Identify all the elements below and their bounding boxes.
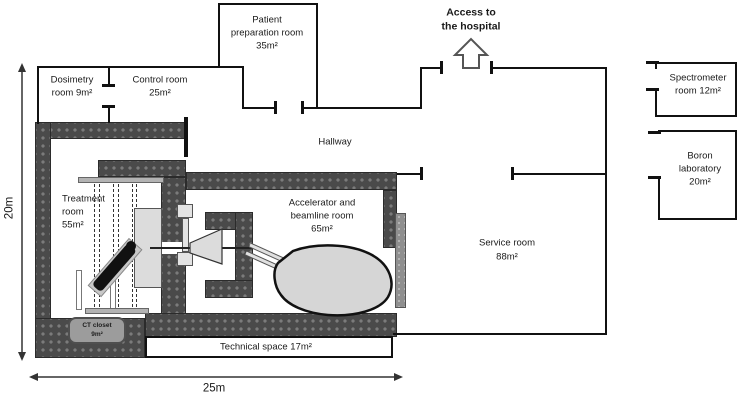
patient-prep-wall-left — [218, 3, 220, 67]
beam-gate-flange-top — [177, 204, 193, 218]
room-label-accelerator-line1: Accelerator and — [288, 197, 356, 209]
rail-track-line — [99, 184, 100, 307]
door-jamb-spectrometer-bottom — [646, 88, 659, 91]
rail-track-line — [113, 184, 114, 307]
door-jamb-service-left — [420, 167, 423, 180]
patient-couch — [93, 244, 136, 291]
spectrometer-wall-bottom — [655, 115, 737, 117]
room-label-accelerator-line2: beamline room — [290, 210, 354, 222]
room-label-ct-closet-line2: 9m² — [91, 330, 103, 338]
door-jamb-patient-prep-right — [301, 101, 304, 114]
boron-wall-bottom — [658, 218, 737, 220]
ceiling-rail-top — [78, 177, 164, 183]
spectrometer-wall-top — [655, 62, 737, 64]
room-label-patient-prep-line3: 35m² — [256, 40, 278, 52]
bunker-wall-left — [35, 122, 51, 358]
rail-track-line — [94, 184, 95, 307]
patient-prep-wall-top — [218, 3, 318, 5]
dosimetry-divider-lower — [108, 106, 110, 123]
treatment-room-north-wall — [98, 160, 186, 177]
equipment-stand — [76, 270, 82, 310]
room-label-ct-closet-line1: CT closet — [82, 321, 112, 329]
door-jamb-patient-prep-left — [274, 101, 277, 114]
room-label-control-line1: Control room — [132, 74, 188, 86]
room-label-treatment-line1: Treatment — [62, 193, 105, 205]
spectrometer-wall-right — [735, 62, 737, 117]
door-jamb-service-right — [511, 167, 514, 180]
dimension-label-width: 25m — [202, 382, 226, 395]
boron-wall-right — [735, 130, 737, 220]
door-jamb-bunker-entrance — [184, 117, 188, 157]
accelerator-tank — [273, 244, 393, 317]
accelerator-sliding-door — [395, 213, 406, 308]
room-label-technical: Technical space 17m² — [220, 341, 312, 353]
hallway-wall-west — [242, 107, 277, 109]
access-label-line1: Access to — [446, 6, 496, 19]
spectrometer-wall-left-a — [655, 62, 657, 69]
dim-arrowhead — [394, 373, 403, 381]
treatment-room-east-wall — [161, 177, 186, 333]
outer-wall-right — [605, 67, 607, 335]
hallway-step-wall — [420, 67, 422, 109]
ceiling-rail-bottom — [85, 308, 149, 314]
room-label-treatment-line2: room — [62, 206, 84, 218]
rail-track-line — [118, 184, 119, 307]
door-jamb-boron-bottom — [648, 176, 661, 179]
boron-wall-left — [658, 178, 660, 220]
patient-head — [126, 241, 136, 251]
ct-closet-room — [68, 317, 126, 344]
service-hall-wall-b — [513, 173, 607, 175]
dimension-label-height: 20m — [3, 196, 16, 220]
room-label-boron-line1: Boron — [687, 150, 713, 162]
hallway-label: Hallway — [318, 136, 352, 148]
patient-prep-wall-right — [316, 3, 318, 109]
hallway-wall-mid — [303, 107, 422, 109]
access-arrow-icon — [452, 37, 490, 69]
room-label-boron-line2: laboratory — [678, 163, 722, 175]
bunker-wall-top — [35, 122, 186, 139]
door-jamb-dosimetry-bottom — [102, 105, 115, 108]
door-jamb-access-left — [440, 61, 443, 74]
room-label-service-line2: 88m² — [496, 251, 518, 263]
room-label-spectrometer-line1: Spectrometer — [669, 72, 727, 84]
technical-space-room — [145, 336, 393, 358]
door-jamb-dosimetry-top — [102, 84, 115, 87]
dosimetry-divider-upper — [108, 66, 110, 86]
beam-gate-flange-bottom — [177, 252, 193, 266]
collimator-cone — [189, 228, 223, 265]
dim-arrowhead — [29, 373, 38, 381]
spectrometer-wall-left-b — [655, 90, 657, 117]
room-label-control-line2: 25m² — [149, 87, 171, 99]
service-room-wall-bottom — [393, 333, 607, 335]
dim-arrowhead — [18, 352, 26, 361]
room-label-patient-prep-line1: Patient — [252, 14, 282, 26]
dim-arrowhead — [18, 63, 26, 72]
room-label-accelerator-line3: 65m² — [311, 223, 333, 235]
door-jamb-spectrometer-top — [646, 61, 659, 64]
room-label-dosimetry-line2: room 9m² — [51, 87, 93, 99]
door-jamb-access-right — [490, 61, 493, 74]
collimator-shield-bottom — [205, 280, 253, 298]
door-jamb-boron-top — [648, 131, 661, 134]
boron-wall-top — [658, 130, 737, 132]
room-label-dosimetry-line1: Dosimetry — [50, 74, 94, 86]
hallway-jog-wall — [242, 66, 244, 109]
accelerator-room-north-wall — [186, 172, 397, 190]
hallway-wall-east-a — [420, 67, 443, 69]
room-label-boron-line3: 20m² — [689, 176, 711, 188]
room-label-service-line1: Service room — [479, 237, 535, 249]
dosimetry-wall-left — [37, 66, 39, 124]
service-hall-wall-a — [397, 173, 422, 175]
room-label-patient-prep-line2: preparation room — [230, 27, 304, 39]
room-label-spectrometer-line2: room 12m² — [675, 85, 721, 97]
room-label-treatment-line3: 55m² — [62, 219, 84, 231]
beam-gate-stem — [182, 218, 189, 252]
control-room-wall-top — [37, 66, 244, 68]
hallway-wall-east-b — [492, 67, 607, 69]
access-label-line2: the hospital — [441, 20, 501, 33]
